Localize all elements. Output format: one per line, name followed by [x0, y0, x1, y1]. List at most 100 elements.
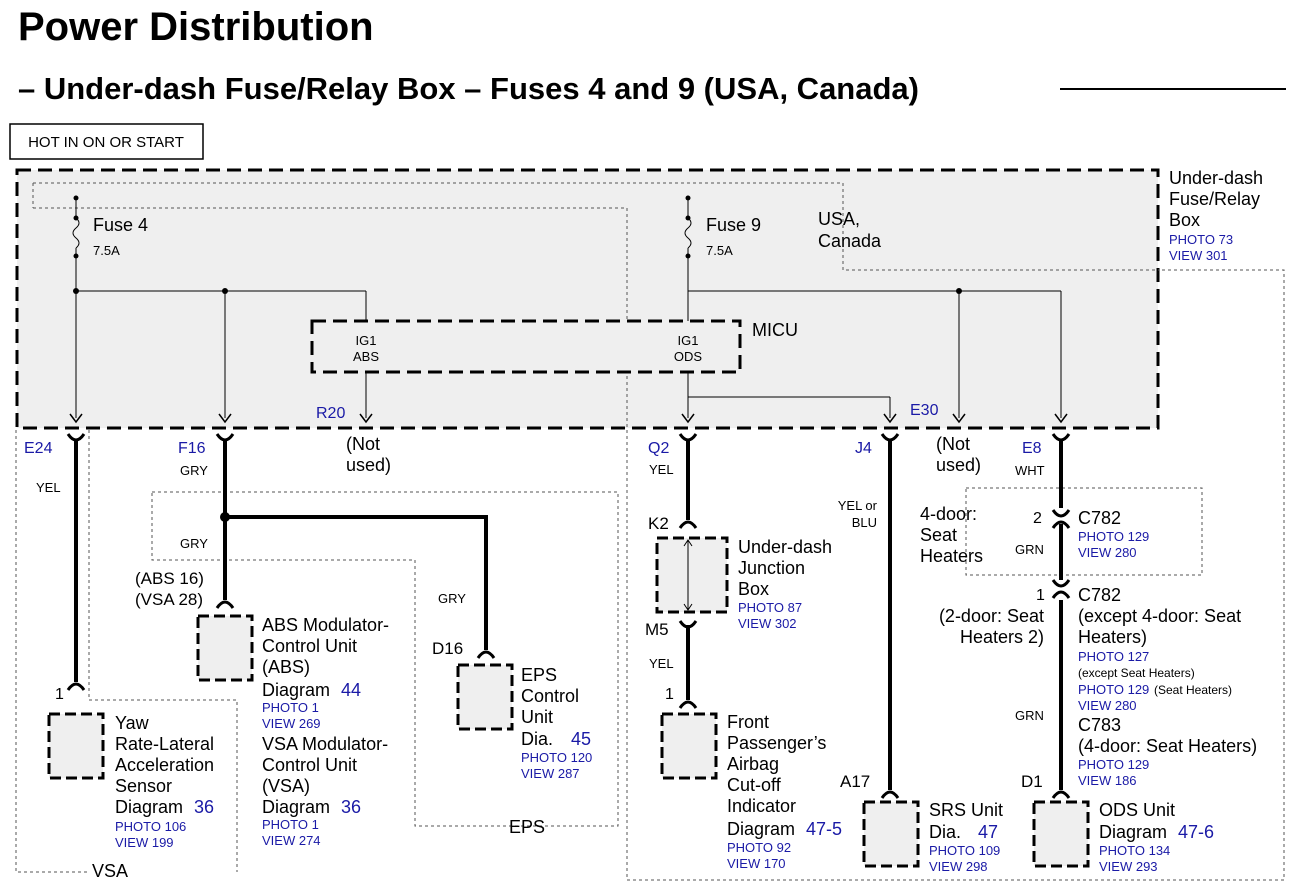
front-view[interactable]: VIEW 170 [727, 856, 786, 871]
abs-pin-1: (ABS 16) [135, 569, 204, 588]
seat4-l3: Heaters [920, 546, 983, 566]
box-photo[interactable]: PHOTO 73 [1169, 232, 1233, 247]
wire-gry-eps: GRY [438, 591, 466, 606]
hot-label: HOT IN ON OR START [28, 134, 184, 151]
micu-ig1-left: IG1 [356, 333, 377, 348]
yaw-diagram: Diagram [115, 797, 183, 817]
eps-region [151, 491, 619, 827]
vsa-l1: VSA Modulator- [262, 734, 388, 754]
pin-front: 1 [665, 686, 674, 703]
yaw-l1: Yaw [115, 713, 150, 733]
srs-unit-box [862, 800, 920, 868]
abs-diagram-link[interactable]: 44 [341, 680, 361, 700]
seat4-l2: Seat [920, 525, 957, 545]
micu-label: MICU [752, 320, 798, 340]
eps-group-label: EPS [509, 817, 545, 837]
front-l1: Front [727, 712, 769, 732]
fuse4-name: Fuse 4 [93, 215, 148, 235]
junction-view[interactable]: VIEW 302 [738, 616, 797, 631]
micu-ig1-right: IG1 [678, 333, 699, 348]
abs-photo[interactable]: PHOTO 1 [262, 700, 319, 715]
ods-unit-box [1032, 800, 1090, 868]
abs-unit-box [196, 614, 254, 682]
yaw-photo[interactable]: PHOTO 106 [115, 819, 186, 834]
junction-l1: Under-dash [738, 537, 832, 557]
box-label-1: Under-dash [1169, 168, 1263, 188]
c782b-note1: (except Seat Heaters) [1078, 666, 1195, 680]
ods-photo[interactable]: PHOTO 134 [1099, 843, 1170, 858]
eps-l1: EPS [521, 665, 557, 685]
c782b-photo1[interactable]: PHOTO 127 [1078, 649, 1149, 664]
yaw-diagram-link[interactable]: 36 [194, 797, 214, 817]
c782a-view[interactable]: VIEW 280 [1078, 545, 1137, 560]
front-l5: Indicator [727, 796, 796, 816]
abs-diagram: Diagram [262, 680, 330, 700]
region-label-2: Canada [818, 231, 882, 251]
srs-view[interactable]: VIEW 298 [929, 859, 988, 874]
box-view[interactable]: VIEW 301 [1169, 248, 1228, 263]
front-l3: Airbag [727, 754, 779, 774]
vsa-region [15, 430, 238, 873]
front-photo[interactable]: PHOTO 92 [727, 840, 791, 855]
terminal-d16: D16 [432, 639, 463, 658]
terminal-j4: J4 [855, 440, 872, 457]
terminal-r20: R20 [316, 405, 345, 422]
vsa-view[interactable]: VIEW 274 [262, 833, 321, 848]
srs-photo[interactable]: PHOTO 109 [929, 843, 1000, 858]
ods-diagram-link[interactable]: 47-6 [1178, 822, 1214, 842]
c783-photo[interactable]: PHOTO 129 [1078, 757, 1149, 772]
junction-photo[interactable]: PHOTO 87 [738, 600, 802, 615]
connector-receptacles [66, 433, 1071, 442]
terminal-f16: F16 [178, 440, 206, 457]
abs-l3: (ABS) [262, 657, 310, 677]
connector-arrows [69, 413, 1068, 424]
eps-l2: Control [521, 686, 579, 706]
terminal-d1: D1 [1021, 772, 1043, 791]
junction-box [655, 536, 729, 614]
c782b-note2: (Seat Heaters) [1154, 683, 1232, 697]
eps-view[interactable]: VIEW 287 [521, 766, 580, 781]
yaw-view[interactable]: VIEW 199 [115, 835, 174, 850]
terminal-k2: K2 [648, 514, 669, 533]
srs-diagram-link[interactable]: 47 [978, 822, 998, 842]
eps-l3: Unit [521, 707, 553, 727]
terminal-a17: A17 [840, 772, 870, 791]
e30-not-used-2: used) [936, 455, 981, 475]
terminal-q2: Q2 [648, 440, 669, 457]
srs-l1: SRS Unit [929, 800, 1003, 820]
c782b-view[interactable]: VIEW 280 [1078, 698, 1137, 713]
wire-yel-m5: YEL [649, 656, 674, 671]
vsa-l3: (VSA) [262, 776, 310, 796]
pin-c782a: 2 [1033, 510, 1042, 527]
micu-abs: ABS [353, 349, 379, 364]
page-subtitle: – Under-dash Fuse/Relay Box – Fuses 4 an… [18, 71, 919, 106]
vsa-l2: Control Unit [262, 755, 357, 775]
eps-diagram: Dia. [521, 729, 553, 749]
terminal-m5: M5 [645, 620, 669, 639]
abs-view[interactable]: VIEW 269 [262, 716, 321, 731]
eps-diagram-link[interactable]: 45 [571, 729, 591, 749]
seat2-l1: (2-door: Seat [939, 606, 1044, 626]
yaw-sensor-box [47, 712, 105, 780]
vsa-photo[interactable]: PHOTO 1 [262, 817, 319, 832]
terminal-e24: E24 [24, 440, 53, 457]
srs-diagram: Dia. [929, 822, 961, 842]
c782a-photo[interactable]: PHOTO 129 [1078, 529, 1149, 544]
c782b-photo2[interactable]: PHOTO 129 [1078, 682, 1149, 697]
c783-view[interactable]: VIEW 186 [1078, 773, 1137, 788]
seat4-l1: 4-door: [920, 504, 977, 524]
region-label-1: USA, [818, 209, 860, 229]
ods-view[interactable]: VIEW 293 [1099, 859, 1158, 874]
fuse4-symbol [72, 217, 80, 249]
front-diagram-link[interactable]: 47-5 [806, 819, 842, 839]
front-diagram: Diagram [727, 819, 795, 839]
yaw-l4: Sensor [115, 776, 172, 796]
seat2-l2: Heaters 2) [960, 627, 1044, 647]
region-border [33, 182, 1158, 271]
eps-photo[interactable]: PHOTO 120 [521, 750, 592, 765]
e30-not-used-1: (Not [936, 434, 970, 454]
vsa-diagram-link[interactable]: 36 [341, 797, 361, 817]
wire-yel-q2: YEL [649, 462, 674, 477]
abs-pin-2: (VSA 28) [135, 590, 203, 609]
